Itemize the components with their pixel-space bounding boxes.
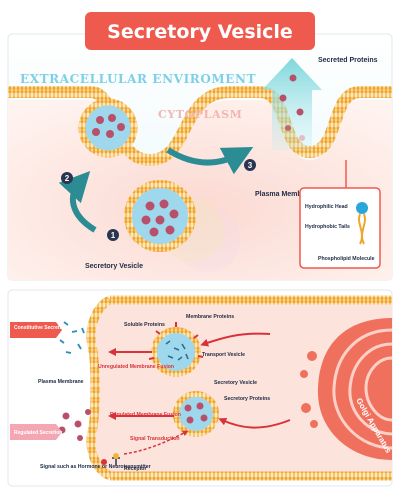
phospholipid-molecule-label: Phospholipid Molecule [318, 256, 375, 262]
arrow-to-secretory [218, 417, 291, 429]
secretory-vesicle-bottom [173, 391, 219, 437]
svg-text:1: 1 [111, 231, 116, 240]
receptor-label: Receptor [124, 466, 147, 472]
signal-transduction-label: Signal Transduction [130, 436, 180, 442]
secreted-proteins [279, 74, 305, 141]
step-badge-3: 3 [244, 159, 256, 171]
plasma-membrane-bottom [86, 295, 392, 481]
arrow-step-2 [58, 170, 97, 233]
secreted-proteins-label: Secreted Proteins [318, 57, 378, 64]
hydrophobic-tails-label: Hydrophobic Tails [305, 224, 350, 230]
hydrophilic-head-label: Hydrophilic Head [305, 204, 348, 210]
secretory-vesicle-top [124, 180, 240, 272]
arrow-signal [123, 430, 189, 455]
arrow-step-3 [166, 146, 254, 175]
cytoplasm-label: CYTOPLASM [158, 108, 242, 121]
receptor-icon [101, 453, 120, 466]
constitutive-released-proteins [59, 321, 85, 354]
plasma-membrane-label: Plasma Membrane [255, 191, 317, 198]
bottom-secretory-vesicle-label: Secretory Vesicle [214, 380, 257, 386]
extracellular-label: EXTRACELLULAR ENVIROMENT [20, 72, 256, 86]
signal-hormone-label: Signal such as Hormone or Neurotransmitt… [40, 464, 151, 470]
transport-vesicle-label: Transport Vesicle [202, 352, 245, 358]
secretory-vesicle-label: Secretory Vesicle [85, 263, 143, 270]
fusing-vesicle [78, 98, 138, 158]
svg-text:3: 3 [248, 161, 253, 170]
regulated-label: Regulated Secretion [14, 430, 62, 436]
secretory-proteins-label: Secretory Proteins [224, 396, 270, 402]
page-title: Secretory Vesicle [107, 21, 293, 43]
bottom-plasma-membrane-label: Plasma Membrane [38, 379, 84, 385]
secretion-arrow [262, 58, 322, 150]
constitutive-label: Constitutive Secretion [14, 325, 67, 331]
regulated-fusion-label: Regulated Membrane Fusion [110, 412, 181, 418]
golgi-apparatus [300, 318, 393, 460]
regulated-ribbon [10, 424, 62, 440]
transport-vesicle [148, 322, 204, 377]
membrane-proteins-label: Membrane Proteins [186, 314, 234, 320]
unregulated-fusion-label: Unregulated Membrane Fusion [98, 364, 174, 370]
soluble-proteins-label: Soluble Proteins [124, 322, 165, 328]
phospholipid-molecule-icon [356, 202, 368, 245]
regulated-released-proteins [58, 409, 91, 441]
svg-text:2: 2 [65, 174, 70, 183]
title-banner [85, 12, 315, 50]
step-badge-2: 2 [61, 172, 73, 184]
arrow-to-transport [200, 332, 271, 347]
constitutive-ribbon [10, 322, 62, 338]
step-badge-1: 1 [107, 229, 119, 241]
